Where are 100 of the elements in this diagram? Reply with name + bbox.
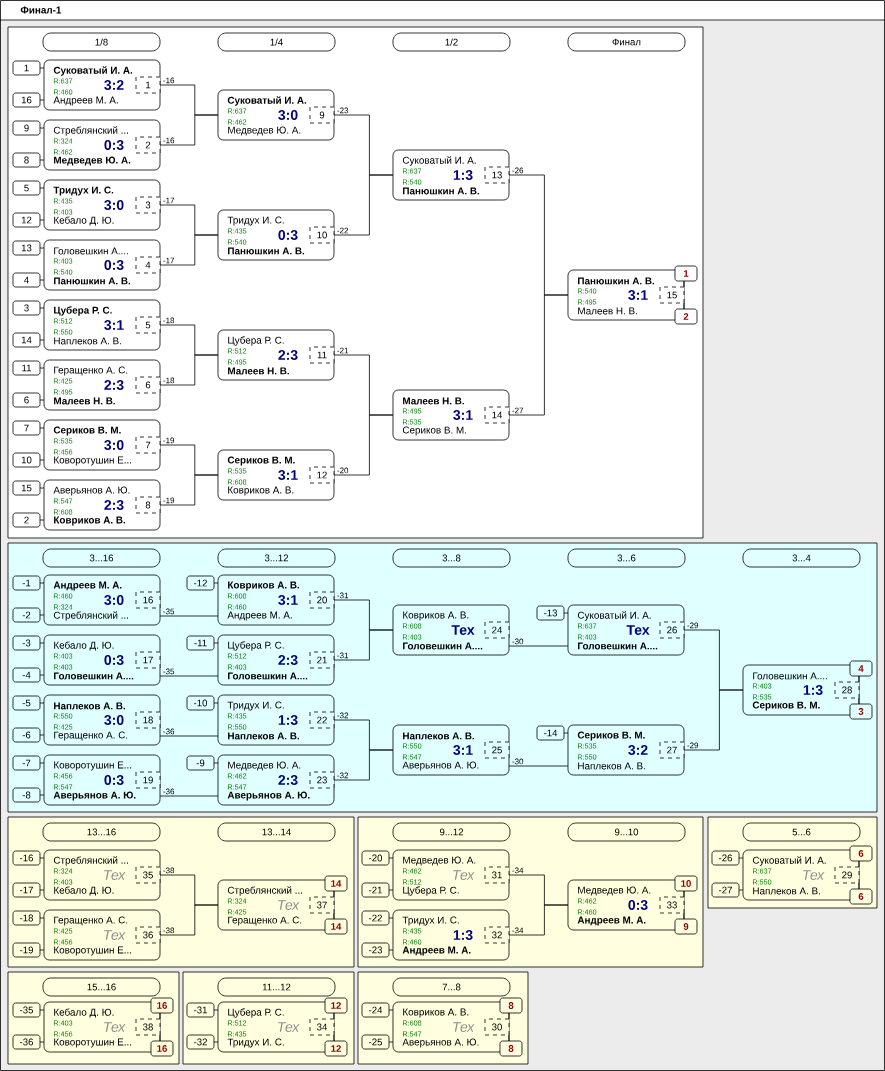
match-box	[43, 119, 161, 171]
edge-label: -30	[511, 758, 525, 765]
seed-box: 14	[12, 332, 41, 348]
seed-box: -3	[12, 635, 41, 651]
place-badge: 16	[150, 997, 174, 1014]
match-number-box: 25	[484, 741, 510, 759]
player-name: Цубера Р. С.	[228, 1008, 284, 1018]
connector-line	[213, 582, 219, 584]
connector-line	[39, 427, 45, 429]
connector-line	[858, 697, 860, 705]
connector-line	[39, 127, 45, 129]
player-name: Тридух И. С.	[227, 701, 284, 711]
seed-box: -9	[186, 755, 215, 771]
connector-line	[39, 582, 45, 584]
match-number-box: 14	[484, 406, 510, 424]
player-name: Медведев Ю. А.	[54, 156, 131, 166]
player-name: Тридух И. С.	[402, 916, 459, 926]
connector-line	[159, 675, 219, 677]
place-badge: 2	[674, 308, 698, 325]
match-number-box: 2	[135, 136, 161, 154]
seed-box: -19	[12, 942, 41, 958]
player-name: Аверьянов А. Ю.	[402, 1038, 479, 1048]
player-name: Сериков В. М.	[752, 701, 820, 711]
match-box	[43, 479, 161, 531]
match-box	[392, 724, 510, 776]
match-box	[43, 849, 161, 901]
connector-line	[388, 857, 394, 859]
player-name: Суковатый И. А.	[752, 856, 826, 866]
match-number-box: 27	[659, 741, 685, 759]
place-badge: 12	[324, 997, 348, 1014]
match-number-box: 15	[659, 286, 685, 304]
score: 3:2	[628, 745, 648, 755]
match-number-box: 18	[135, 711, 161, 729]
player-name: Геращенко А. С.	[54, 366, 128, 376]
edge-label: -18	[162, 377, 176, 384]
edge-label: -35	[162, 668, 176, 675]
match-number-box: 24	[484, 621, 510, 639]
seed-box: -10	[186, 695, 215, 711]
score: Тех	[278, 1022, 300, 1032]
score: 1:3	[803, 685, 823, 695]
seed-box: -23	[361, 942, 390, 958]
seed-box: -27	[711, 882, 740, 898]
score: 1:3	[453, 930, 473, 940]
match-number-box: 34	[309, 1018, 335, 1036]
match-number-box: 20	[309, 591, 335, 609]
score: Тех	[104, 870, 126, 880]
match-number-box: 26	[659, 621, 685, 639]
edge-label: -27	[511, 407, 525, 414]
edge-label: -18	[162, 317, 176, 324]
connector-line	[39, 1009, 45, 1011]
player-name: Андреев М. А.	[577, 916, 646, 926]
edge-label: -26	[511, 167, 525, 174]
player-name: Малеев Н. В.	[403, 397, 464, 405]
connector-line	[333, 890, 335, 898]
connector-line	[39, 399, 45, 401]
seed-box: -7	[12, 755, 41, 771]
seed-box: -32	[186, 1034, 215, 1050]
connector-line	[563, 732, 569, 734]
connector-line	[213, 642, 219, 644]
connector-line	[858, 675, 860, 683]
edge-label: -32	[336, 712, 350, 719]
player-name: Аверьянов А. Ю.	[53, 486, 130, 496]
connector-line	[213, 1009, 219, 1011]
match-number-box: 23	[309, 771, 335, 789]
place-badge: 9	[674, 918, 698, 935]
round-header: 3...6	[567, 548, 686, 568]
player-name: Головешкин А....	[54, 672, 134, 680]
connector-line	[508, 1012, 510, 1020]
score: 2:3	[278, 775, 298, 785]
player-name: Суковатый И. А.	[227, 96, 307, 106]
connector-line	[213, 1041, 219, 1043]
score: 0:3	[104, 140, 124, 150]
match-number-box: 12	[309, 466, 335, 484]
title-bar: Финал-1	[0, 1, 885, 21]
player-name: Геращенко А. С.	[228, 916, 302, 926]
player-name: Геращенко А. С.	[54, 731, 128, 741]
connector-line	[159, 904, 219, 936]
seed-box: -24	[361, 1002, 390, 1018]
score: 3:0	[104, 715, 124, 725]
edge-label: -32	[336, 772, 350, 779]
player-name: Наплеков А. В.	[578, 762, 645, 770]
place-badge: 16	[150, 1040, 174, 1057]
match-box	[43, 754, 161, 806]
player-name: Медведев Ю. А.	[578, 886, 651, 896]
round-header: 15...16	[42, 977, 161, 997]
connector-line	[39, 247, 45, 249]
match-box	[392, 604, 510, 656]
round-header: 1/4	[217, 32, 336, 52]
connector-line	[333, 1012, 335, 1020]
edge-label: -30	[511, 638, 525, 645]
match-box	[217, 754, 335, 806]
match-box	[742, 849, 860, 901]
seed-box: -25	[361, 1034, 390, 1050]
score: Тех	[453, 870, 475, 880]
score: 0:3	[104, 775, 124, 785]
connector-line	[159, 1034, 161, 1042]
player-name: Стреблянский ...	[227, 886, 302, 896]
player-name: Цубера Р. С.	[228, 641, 284, 651]
connector-line	[39, 674, 45, 676]
score: 3:0	[278, 110, 298, 120]
